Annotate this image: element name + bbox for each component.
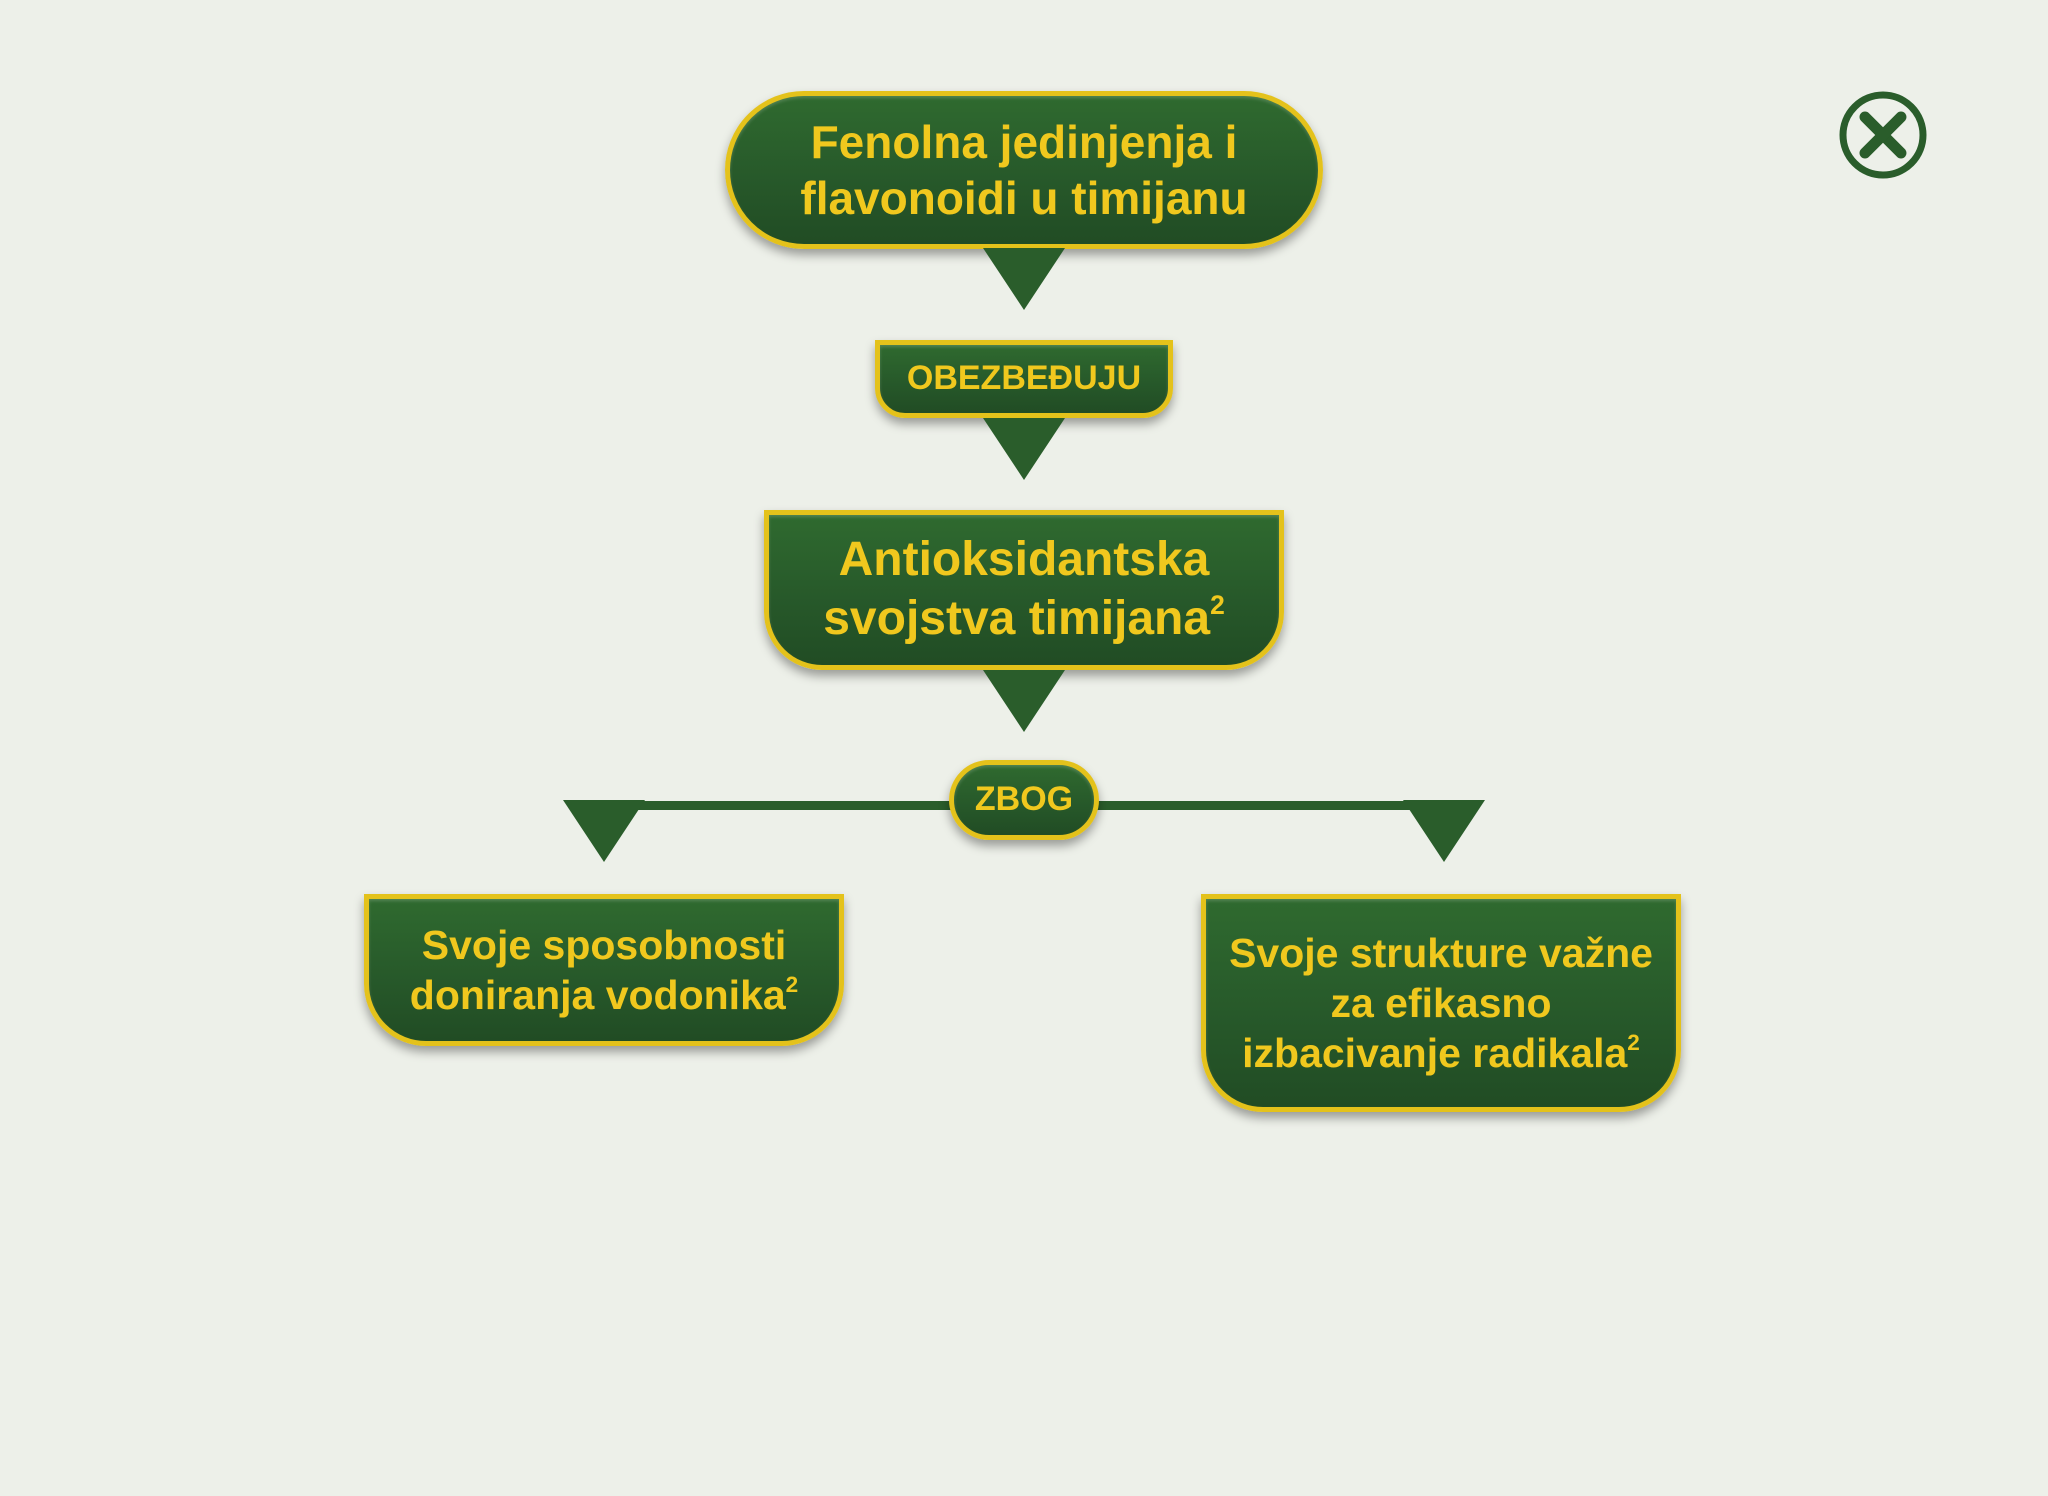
connector-label: ZBOG [974,780,1074,819]
close-button[interactable] [1838,90,1928,180]
connector-because: ZBOG [949,760,1099,840]
connector-label: OBEZBEĐUJU [906,359,1142,398]
node-text-line: flavonoidi u timijanu [800,172,1248,224]
arrow-down [983,248,1065,310]
node-text-line: Fenolna jedinjenja i [810,115,1238,168]
arrow-down-left [563,800,645,862]
connector-provide: OBEZBEĐUJU [875,340,1173,418]
arrow-down-right [1403,800,1485,862]
node-text-line: Antioksidantska [838,533,1210,587]
node-text-line: Svoje strukture važne [1229,929,1653,976]
node-hydrogen-donation: Svoje sposobnosti doniranja vodonika2 [364,894,844,1046]
node-radical-scavenging: Svoje strukture važne za efikasno izbaci… [1201,894,1681,1112]
node-phenolic-compounds: Fenolna jedinjenja i flavonoidi u timija… [725,91,1323,249]
node-text-line: Svoje sposobnosti [421,921,787,968]
arrow-down [983,418,1065,480]
node-text-line: izbacivanje radikala [1242,1030,1628,1076]
footnote-ref: 2 [785,972,799,998]
close-icon[interactable] [1838,90,1928,180]
node-text-line: za efikasno [1330,979,1552,1026]
footnote-ref: 2 [1627,1030,1640,1056]
arrow-down [983,670,1065,732]
node-text-line: doniranja vodonika [409,972,786,1018]
node-text-line: svojstva timijana [823,592,1211,645]
footnote-ref: 2 [1210,590,1225,621]
node-antioxidant-properties: Antioksidantska svojstva timijana2 [764,510,1284,670]
